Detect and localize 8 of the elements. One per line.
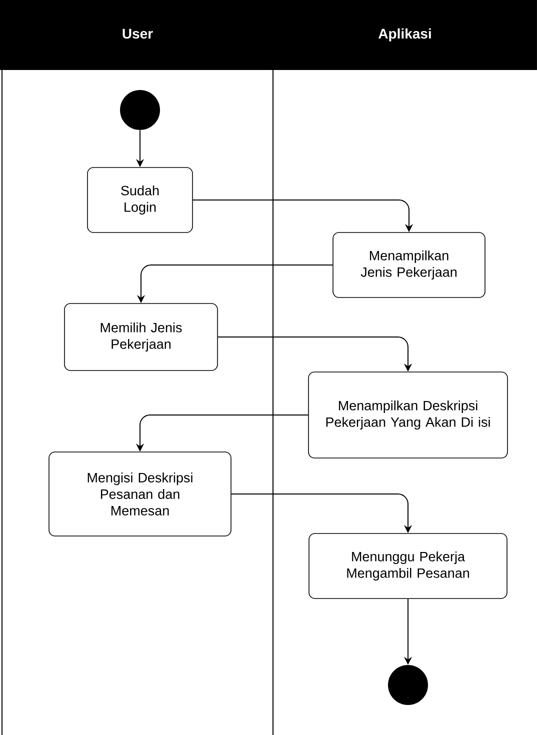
activity-box: Sudah Login	[87, 167, 193, 233]
activity-box: Menampilkan Jenis Pekerjaan	[332, 232, 486, 298]
activity-box: Menunggu Pekerja Mengambil Pesanan	[308, 533, 508, 599]
start-node	[120, 90, 160, 130]
end-node	[388, 665, 428, 705]
activity-box: Memilih Jenis Pekerjaan	[64, 303, 218, 371]
activity-box: Menampilkan Deskripsi Pekerjaan Yang Akan Di isi	[308, 372, 508, 458]
activity-box: Mengisi Deskripsi Pesanan dan Memesan	[48, 452, 232, 536]
